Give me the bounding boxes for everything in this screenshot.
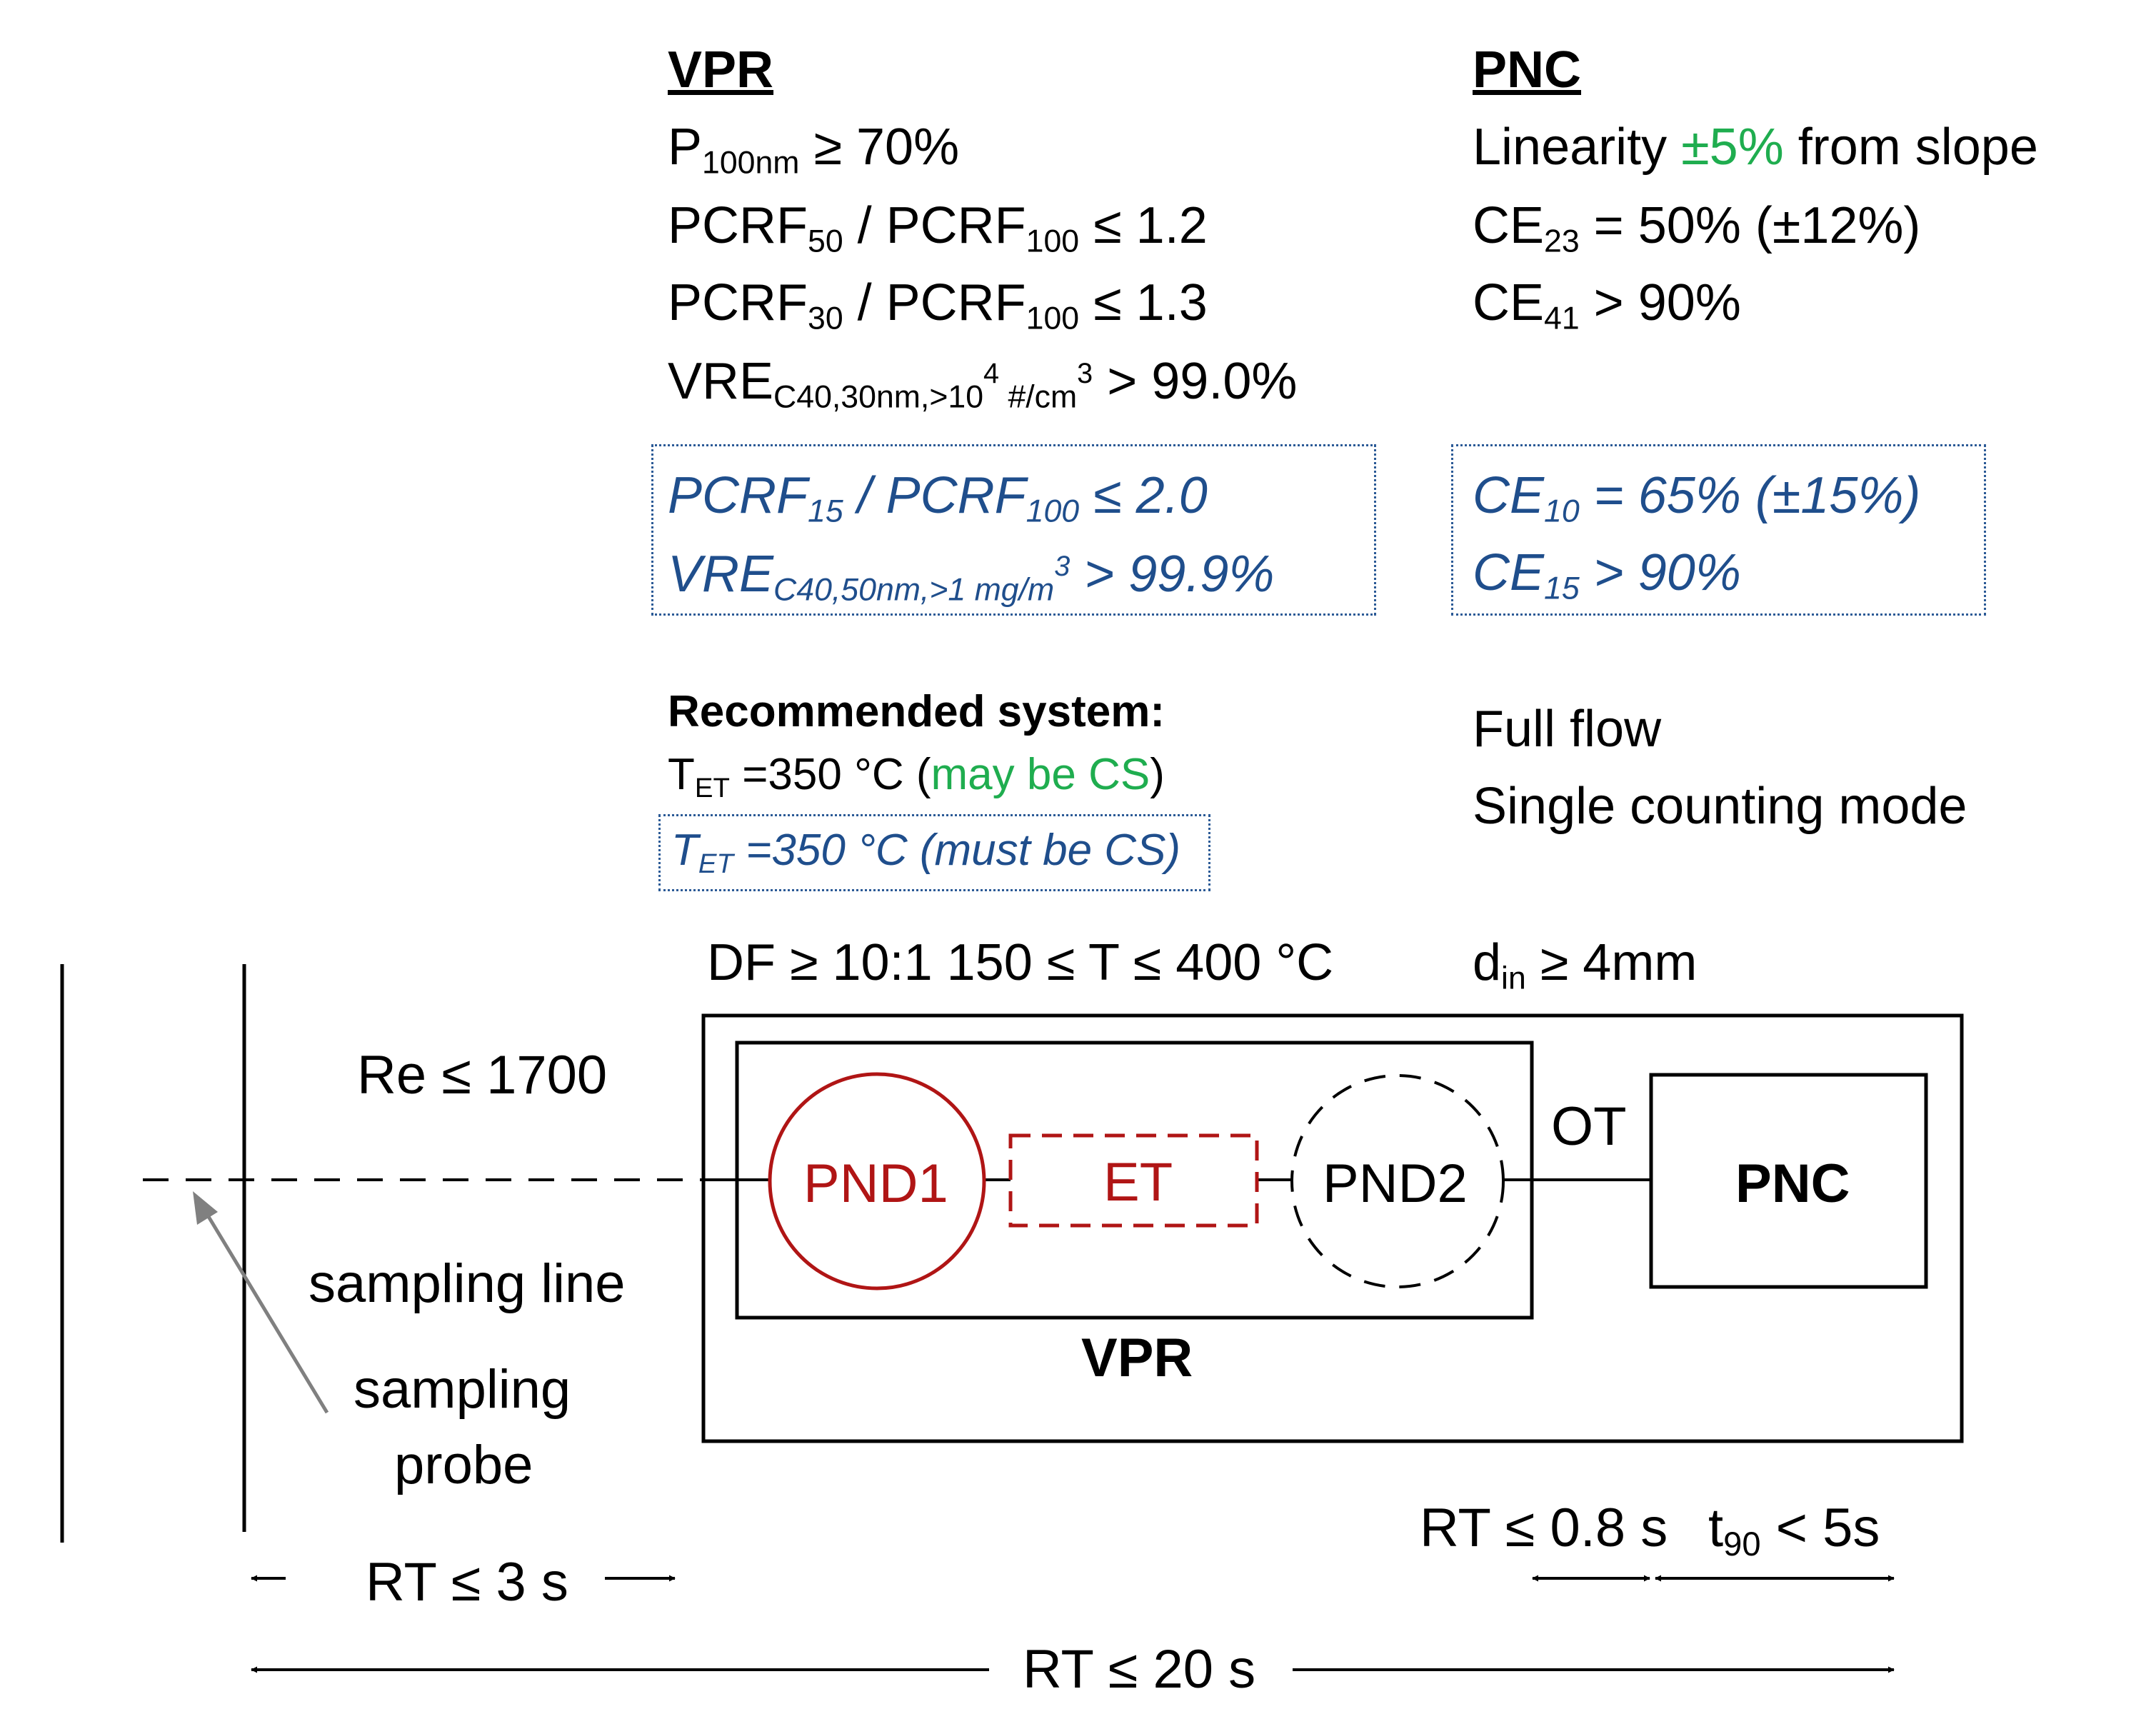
recommended-title: Recommended system: (668, 687, 1165, 736)
vpr-spec-vre30: VREC40,30nm,>104 #/cm3 > 99.0% (668, 353, 1298, 415)
ot-label: OT (1551, 1096, 1627, 1157)
system-box (701, 1013, 1964, 1443)
dilution-temperature-condition: DF ≥ 10:1 150 ≤ T ≤ 400 °C (707, 934, 1334, 991)
sampling-probe-arrowhead (193, 1191, 218, 1225)
pnc-spec-ce23: CE23 = 50% (±12%) (1473, 197, 1921, 259)
vpr-optional-box (651, 444, 1376, 616)
pnc-box (1649, 1073, 1928, 1289)
pnc-mode-full-flow: Full flow (1473, 701, 1662, 758)
pnd1-circle (768, 1072, 986, 1291)
pnc-optional-box (1451, 444, 1986, 616)
pnc-optional-ce15: CE15 > 90% (1473, 544, 1741, 606)
pnc-spec-header: PNC (1473, 41, 1582, 99)
et-label: ET (1103, 1152, 1173, 1213)
sampling-line-label: sampling line (309, 1253, 626, 1314)
pnd2-circle (1290, 1074, 1505, 1288)
sampling-probe-arrow (201, 1207, 329, 1414)
vpr-label: VPR (1081, 1328, 1193, 1388)
rt3-label: RT ≤ 3 s (366, 1552, 568, 1613)
pnd2-label: PND2 (1323, 1153, 1468, 1214)
t90-label: t90 < 5s (1708, 1498, 1880, 1563)
pnc-spec-ce41: CE41 > 90% (1473, 274, 1741, 336)
pnc-label: PNC (1735, 1153, 1850, 1214)
sampling-probe-label-2: probe (394, 1435, 533, 1495)
recommended-tet-must: TET =350 °C (must be CS) (671, 826, 1181, 879)
pnc-optional-ce10: CE10 = 65% (±15%) (1473, 467, 1921, 529)
reynolds-condition: Re ≤ 1700 (357, 1045, 608, 1106)
rt08-label: RT ≤ 0.8 s (1420, 1498, 1668, 1558)
vpr-optional-pcrf15: PCRF15 / PCRF100 ≤ 2.0 (668, 467, 1208, 529)
sampling-probe-label-1: sampling (354, 1359, 571, 1420)
vpr-spec-pcrf30: PCRF30 / PCRF100 ≤ 1.3 (668, 274, 1208, 336)
recommended-optional-box (658, 814, 1210, 891)
vpr-optional-vre50: VREC40,50nm,>1 mg/m3 > 99.9% (668, 546, 1275, 608)
et-box (1008, 1133, 1259, 1228)
pnc-mode-single-counting: Single counting mode (1473, 778, 1967, 835)
recommended-tet-may: TET =350 °C (may be CS) (668, 750, 1165, 803)
vpr-spec-header: VPR (668, 41, 774, 99)
inlet-diameter-condition: din ≥ 4mm (1473, 934, 1698, 996)
vpr-spec-pcrf50: PCRF50 / PCRF100 ≤ 1.2 (668, 197, 1208, 259)
vpr-spec-p100: P100nm ≥ 70% (668, 119, 960, 181)
rt20-label: RT ≤ 20 s (1023, 1639, 1256, 1700)
pnd1-label: PND1 (803, 1153, 948, 1214)
pnc-spec-linearity: Linearity ±5% from slope (1473, 119, 2038, 176)
